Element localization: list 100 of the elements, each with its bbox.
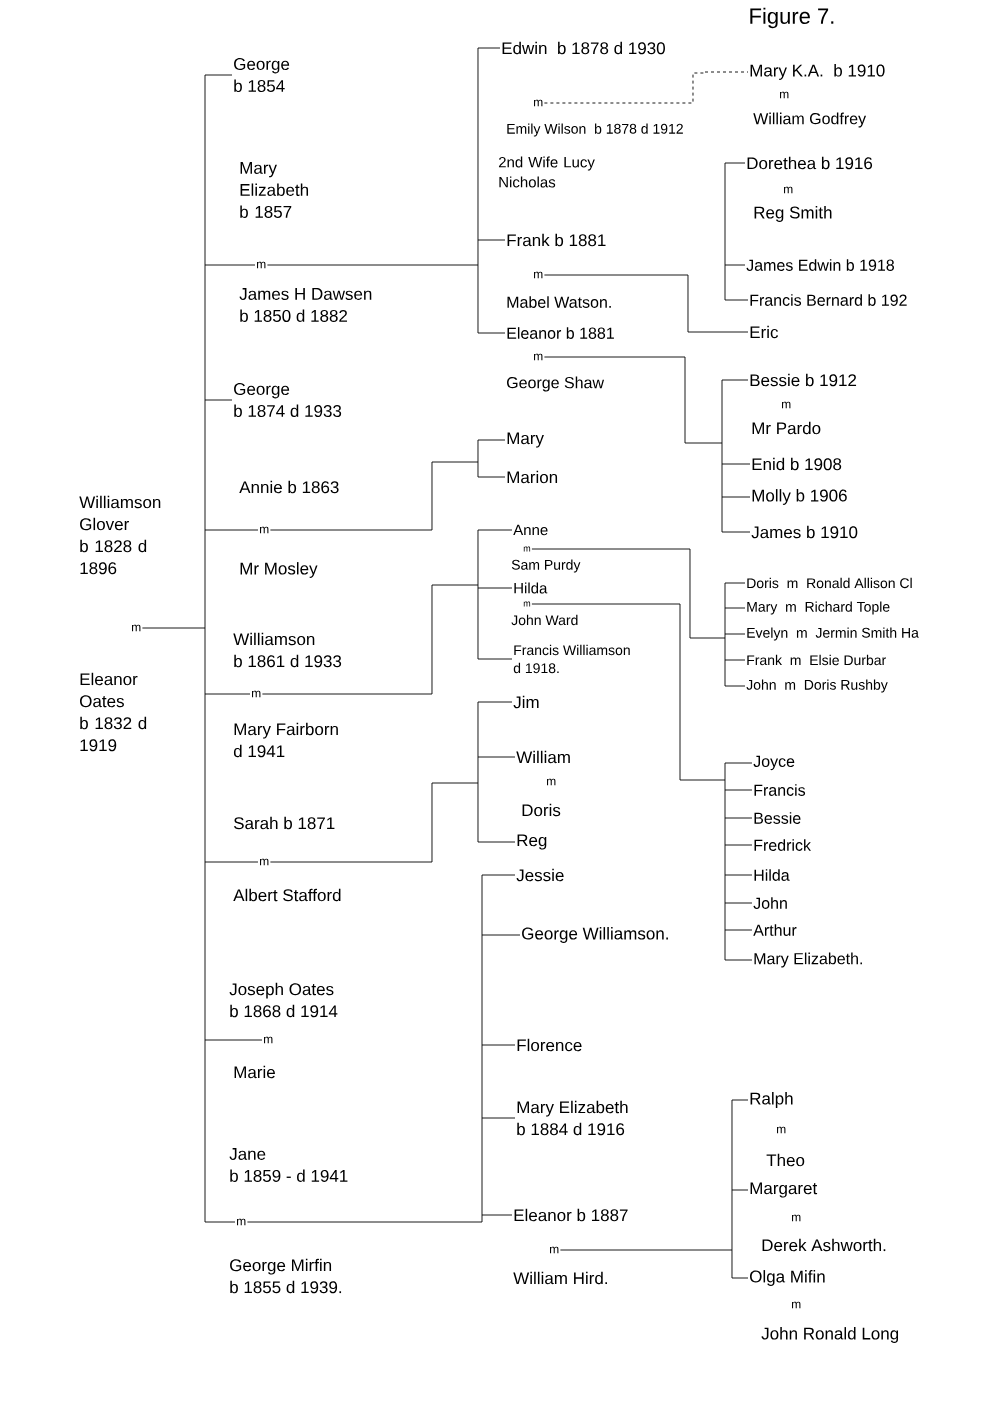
branch-tick — [721, 531, 751, 533]
person-name: Eric — [750, 325, 778, 339]
marriage-mark: m — [523, 601, 531, 607]
marriage-mark: m — [550, 1246, 559, 1254]
marriage-mark: m — [547, 778, 556, 786]
branch-tick — [724, 789, 753, 791]
person-name: Enid b 1908 — [752, 457, 842, 471]
person-name: Mary m Richard Tople — [747, 601, 890, 615]
person-name: William Hird. — [513, 1271, 607, 1285]
marriage-mark: m — [780, 91, 789, 99]
branch-tick — [724, 902, 753, 904]
marriage-mark: m — [784, 186, 793, 194]
person-name: Derek Ashworth. — [762, 1238, 886, 1252]
branch-tick — [477, 756, 516, 758]
person-name: John m Doris Rushby — [746, 679, 888, 693]
person-name: Mary K.A. b 1910 — [750, 64, 885, 80]
branch-tick — [721, 463, 751, 465]
branch-tick — [477, 658, 513, 660]
person-name: Eleanor Oates b 1832 d 1919 — [80, 672, 147, 752]
person-name: Marion — [507, 470, 558, 484]
branch-tick — [724, 264, 746, 266]
person-name: Reg Smith — [754, 206, 832, 222]
branch-tick — [724, 659, 746, 661]
branch-tick — [481, 934, 521, 936]
person-name: John — [753, 897, 787, 909]
figure-title: Figure 7. — [750, 7, 834, 29]
marriage-mark: m — [132, 624, 141, 632]
branch-tick — [721, 379, 749, 381]
person-name: Edwin b 1878 d 1930 — [502, 41, 665, 55]
branch-tick — [204, 529, 259, 531]
person-name: Doris — [522, 803, 561, 817]
branch-tick — [204, 1221, 236, 1223]
family-line — [261, 529, 479, 695]
branch-tick — [204, 693, 251, 695]
person-name: John Ward — [511, 614, 578, 626]
marriage-mark: m — [534, 99, 543, 107]
family-line — [141, 74, 206, 1223]
person-name: Ralph — [750, 1092, 793, 1108]
branch-tick — [724, 582, 746, 584]
person-name: James H Dawsen b 1850 d 1882 — [239, 288, 372, 322]
person-name: George Shaw — [507, 376, 605, 392]
branch-tick — [204, 264, 256, 266]
branch-tick — [724, 874, 753, 876]
branch-tick — [731, 1099, 749, 1101]
person-name: Hilda — [754, 869, 790, 881]
family-line — [269, 439, 479, 531]
marriage-mark: m — [252, 690, 261, 698]
branch-tick — [481, 1214, 513, 1216]
person-name: Frank m Elsie Durbar — [747, 654, 886, 666]
person-name: Bessie — [754, 812, 801, 824]
branch-tick — [204, 74, 233, 76]
marriage-mark: m — [237, 1218, 246, 1226]
person-name: Evelyn m Jermin Smith Ha — [747, 627, 919, 641]
branch-tick — [721, 496, 751, 498]
person-name: Joyce — [753, 755, 795, 771]
branch-tick — [724, 685, 746, 687]
branch-tick — [724, 929, 753, 931]
person-name: Jane b 1859 - d 1941 — [229, 1148, 348, 1182]
marriage-mark: m — [534, 353, 543, 361]
person-name: Albert Stafford — [233, 888, 341, 902]
person-name: Mary Fairborn d 1941 — [233, 722, 338, 758]
person-name: Eleanor b 1887 — [514, 1208, 628, 1222]
person-name: Mary Elizabeth b 1884 d 1916 — [517, 1100, 628, 1136]
person-name: George b 1874 d 1933 — [234, 383, 342, 418]
branch-tick — [481, 874, 516, 876]
family-line — [531, 603, 726, 961]
person-name: Jessie — [516, 868, 564, 882]
branch-tick — [724, 844, 753, 846]
family-line — [559, 1099, 733, 1279]
branch-tick — [204, 861, 259, 863]
person-name: Florence — [517, 1038, 582, 1052]
person-name: Reg — [517, 834, 547, 850]
branch-tick — [481, 1117, 516, 1119]
branch-tick — [477, 47, 501, 49]
marriage-mark: m — [777, 1126, 786, 1134]
person-name: James b 1910 — [751, 525, 858, 539]
family-line — [724, 162, 746, 301]
person-name: John Ronald Long — [761, 1327, 899, 1343]
branch-tick — [204, 1039, 263, 1041]
marriage-mark: m — [792, 1214, 801, 1222]
person-name: Hilda — [514, 582, 548, 594]
marriage-mark: m — [260, 526, 269, 534]
person-name: George Williamson. — [522, 927, 668, 943]
branch-tick — [477, 439, 506, 441]
person-name: Mabel Watson. — [507, 296, 611, 308]
person-name: James Edwin b 1918 — [746, 259, 894, 271]
family-line — [543, 71, 706, 104]
marriage-mark: m — [257, 261, 266, 269]
branch-tick — [731, 1277, 749, 1279]
person-name: Mary Elizabeth b 1857 — [240, 162, 308, 218]
family-line — [543, 274, 706, 333]
family-line — [246, 874, 483, 1223]
marriage-mark: m — [264, 1036, 273, 1044]
branch-tick — [477, 587, 513, 589]
branch-tick — [704, 71, 749, 73]
person-name: Frank b 1881 — [507, 233, 606, 247]
person-name: Francis Bernard b 192 — [750, 294, 907, 306]
person-name: Mary — [507, 432, 544, 448]
branch-tick — [724, 633, 746, 635]
branch-tick — [204, 399, 233, 401]
